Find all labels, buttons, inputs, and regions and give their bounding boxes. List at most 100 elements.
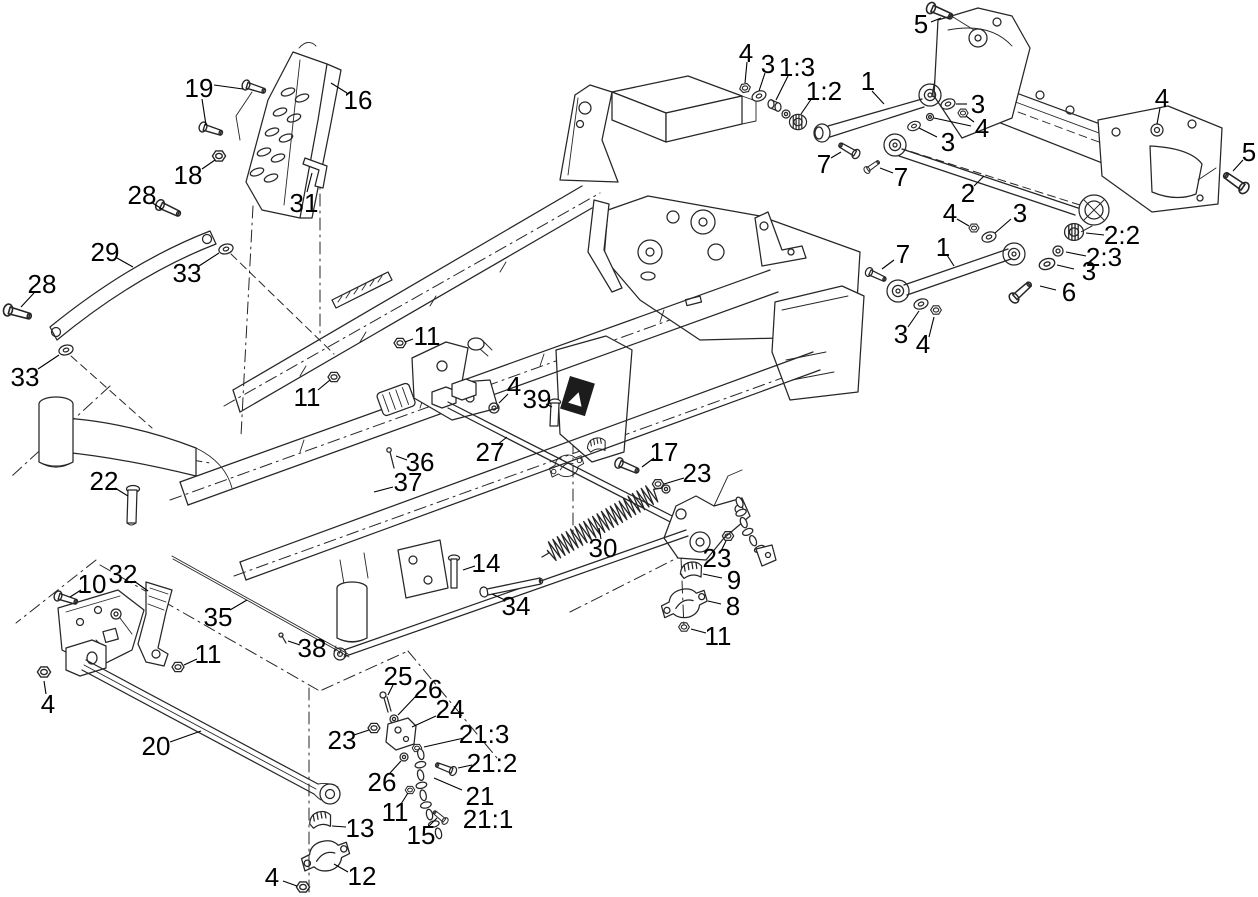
bushing-2-2: [1063, 222, 1085, 242]
bolt-10: [52, 589, 80, 608]
leader-line: [928, 316, 935, 338]
callout-23-60: 23: [328, 725, 370, 755]
leader-line: [800, 97, 813, 115]
callout-label: 10: [78, 569, 107, 599]
callout-29-29: 29: [91, 237, 134, 268]
leader-line: [462, 565, 476, 571]
leader-line: [702, 573, 723, 579]
leader-line: [496, 436, 508, 446]
leader-line: [198, 252, 220, 267]
leader-line: [775, 75, 789, 101]
callout-label: 4: [41, 689, 55, 719]
leader-line: [213, 84, 244, 90]
callout-label: 4: [975, 113, 989, 143]
bolt-7-bottom: [863, 265, 889, 285]
callout-21-64: 21: [433, 777, 495, 811]
callout-label: 25: [384, 661, 413, 691]
leader-line: [330, 82, 348, 94]
callout-label: 3: [1082, 256, 1096, 286]
callout-16-25: 16: [330, 82, 373, 115]
leader-line: [306, 172, 313, 193]
callout-3-11: 3: [918, 127, 955, 157]
leader-line: [881, 259, 895, 270]
callout-label: 3: [971, 89, 985, 119]
rod-35: [171, 555, 350, 658]
bolt-21-2: [433, 759, 459, 778]
callout-label: 20: [142, 731, 171, 761]
lever-group: [36, 555, 350, 805]
bolt-22: [125, 484, 141, 526]
callout-label: 16: [344, 85, 373, 115]
leader-line: [387, 684, 394, 696]
callout-33-30: 33: [173, 252, 220, 288]
callout-label: 11: [705, 621, 732, 651]
callout-6-19: 6: [1039, 277, 1076, 307]
callout-7-21: 7: [881, 239, 910, 270]
callout-label: 1: [936, 232, 950, 262]
leader-line: [333, 863, 349, 873]
callout-14-48: 14: [462, 548, 501, 578]
leader-line: [933, 117, 972, 127]
chain-link: [414, 760, 427, 769]
callout-23-44: 23: [703, 540, 732, 573]
callout-label: 22: [90, 466, 119, 496]
callout-label: 2: [961, 178, 975, 208]
chain-link: [417, 748, 425, 761]
callout-label: 19: [185, 73, 214, 103]
chain-link: [419, 801, 432, 809]
callout-label: 35: [204, 602, 233, 632]
callout-5-0: 5: [914, 9, 942, 39]
callout-21-3-61: 21:3: [423, 719, 509, 749]
callout-27-38: 27: [476, 436, 508, 467]
callout-2-3-17: 2:3: [1065, 242, 1122, 272]
callout-label: 13: [346, 813, 375, 843]
callout-10-50: 10: [69, 569, 107, 599]
leader-line: [830, 151, 842, 159]
bolt-7-mid: [862, 157, 882, 176]
leader-line: [116, 257, 134, 268]
chain-link: [735, 496, 744, 509]
callout-21-1-65: 21:1: [463, 804, 514, 834]
spring-30: [541, 485, 663, 562]
leader-line: [400, 792, 409, 805]
callout-label: 26: [414, 674, 443, 704]
callout-33-32: 33: [11, 354, 60, 392]
leader-line: [491, 593, 506, 601]
leader-line: [169, 730, 202, 743]
callout-3-22: 3: [894, 310, 920, 349]
callout-2-2-16: 2:2: [1085, 220, 1140, 250]
leader-line: [37, 354, 60, 370]
callout-label: 18: [174, 160, 203, 190]
bolt-5-right: [1220, 168, 1252, 197]
callout-21-2-62: 21:2: [457, 748, 518, 778]
callout-19-24: 19: [185, 73, 244, 126]
leader-line: [69, 589, 82, 598]
callout-4-14: 4: [943, 198, 970, 228]
leader-line: [282, 880, 298, 887]
leader-line: [707, 600, 722, 605]
leader-line: [150, 201, 163, 210]
chain-link: [735, 508, 747, 517]
bushing-1-2: [788, 113, 808, 131]
leader-line: [397, 695, 417, 716]
callout-28-28: 28: [128, 180, 163, 210]
callout-17-41: 17: [641, 437, 678, 468]
callout-label: 11: [414, 321, 441, 351]
callout-label: 23: [703, 543, 732, 573]
pin-25: [379, 691, 392, 713]
front-cross-tube: [38, 396, 233, 489]
callout-label: 24: [436, 694, 465, 724]
callout-3-18: 3: [1056, 256, 1096, 286]
leader-line: [229, 599, 248, 611]
callout-32-51: 32: [109, 559, 149, 592]
callout-label: 21:2: [467, 748, 518, 778]
chain-link: [419, 789, 427, 802]
leader-line: [720, 540, 727, 552]
leader-line: [918, 127, 938, 138]
callout-label: 14: [472, 548, 501, 578]
callout-label: 21: [466, 781, 495, 811]
callout-label: 3: [941, 127, 955, 157]
support-arm-29: [49, 230, 217, 341]
